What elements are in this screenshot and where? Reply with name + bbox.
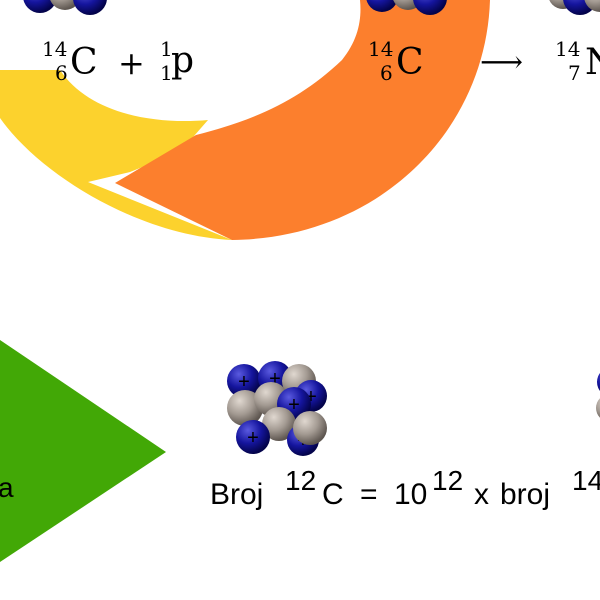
- neutron: [262, 407, 296, 441]
- proton-plus: +: [269, 368, 281, 390]
- nucleus-right-partial: [596, 373, 600, 418]
- reaction-arrow: ⟶: [480, 45, 523, 80]
- cycle-arc-yellow: [0, 70, 232, 240]
- proton-atomic: 1: [160, 61, 173, 85]
- carbon-middle-atomic: 6: [380, 61, 393, 85]
- carbon-middle-mass: 14: [368, 37, 393, 61]
- carbon-14-left: 14 6 C: [42, 37, 98, 85]
- carbon-12-nucleus: + + + + + +: [227, 361, 327, 456]
- formula-left-symbol: C: [322, 478, 344, 511]
- proton: +: [236, 420, 270, 454]
- formula-right-mass: 14: [572, 465, 600, 496]
- nucleus-top-left-partial: [23, 0, 107, 15]
- nuclear-equation: 14 6 C + 1 1 p 14 6 C ⟶ 14 7 N: [42, 37, 600, 85]
- formula-times: x: [474, 478, 489, 511]
- formula-equals: =: [360, 478, 378, 511]
- nitrogen-mass: 14: [555, 37, 580, 61]
- nitrogen-atomic: 7: [568, 61, 581, 85]
- formula-right-word: broj: [500, 478, 550, 511]
- carbon-14-middle: 14 6 C: [368, 37, 424, 85]
- carbon-middle-symbol: C: [396, 42, 424, 83]
- proton-plus: +: [288, 394, 300, 416]
- proton-mass: 1: [160, 37, 173, 61]
- carbon-ratio-formula: Broj 12 C = 10 12 x broj 14: [210, 465, 600, 511]
- formula-left-word: Broj: [210, 478, 263, 511]
- proton-plus: +: [247, 427, 259, 449]
- cycle-arc-orange: [115, 0, 490, 240]
- formula-base: 10: [394, 478, 427, 511]
- nitrogen-symbol: N: [585, 42, 600, 83]
- nitrogen-14: 14 7 N: [555, 37, 600, 85]
- nucleus-top-middle-partial: [366, 0, 447, 15]
- formula-exponent: 12: [432, 465, 463, 496]
- proton-plus: +: [305, 386, 317, 408]
- carbon-left-symbol: C: [70, 42, 98, 83]
- plus-sign: +: [118, 44, 145, 82]
- proton: +: [227, 364, 261, 398]
- green-triangle: [0, 340, 166, 562]
- proton-plus: +: [238, 371, 250, 393]
- nucleus-top-right-partial: [549, 0, 600, 15]
- green-triangle-label: a: [0, 472, 14, 503]
- proton-symbol: 1 1 p: [160, 37, 194, 85]
- neutron: [293, 411, 327, 445]
- proton-letter: p: [171, 40, 194, 81]
- formula-left-mass: 12: [285, 465, 316, 496]
- carbon-left-mass: 14: [42, 37, 67, 61]
- carbon-left-atomic: 6: [55, 61, 68, 85]
